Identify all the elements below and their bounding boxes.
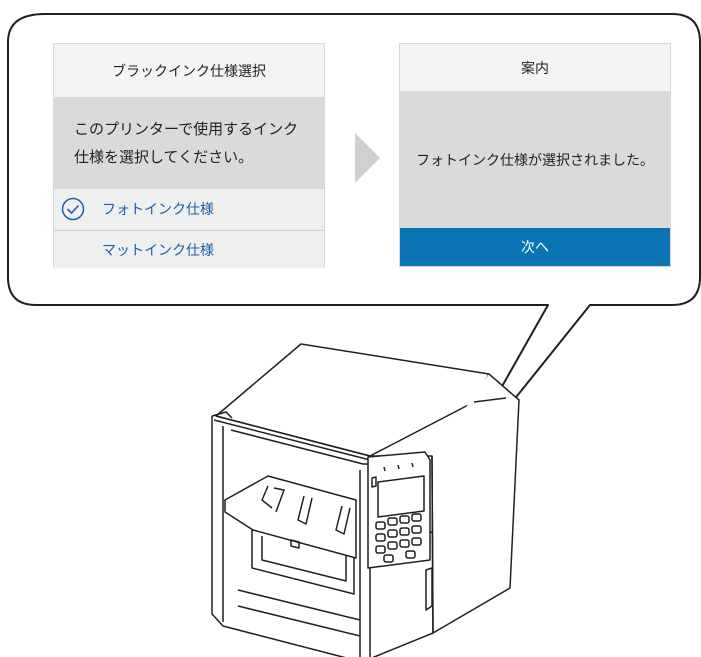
ink-selection-message: このプリンターで使用するインク仕様を選択してください。 [74, 120, 299, 166]
option-photo-ink-label: フォトインク仕様 [102, 202, 214, 218]
option-photo-ink[interactable]: フォトインク仕様 [54, 189, 324, 229]
arrow-right-icon [355, 133, 380, 183]
guide-message: フォトインク仕様が選択されました。 [416, 153, 654, 169]
ink-selection-title: ブラックインク仕様選択 [54, 44, 324, 97]
ink-selection-message-area: このプリンターで使用するインク仕様を選択してください。 [54, 97, 324, 189]
guide-title: 案内 [400, 44, 670, 91]
guide-screen: 案内 フォトインク仕様が選択されました。 次へ [399, 43, 671, 267]
check-circle-icon [61, 197, 85, 221]
option-matte-ink-label: マットインク仕様 [102, 242, 214, 259]
guide-message-area: フォトインク仕様が選択されました。 [400, 91, 670, 229]
ink-selection-screen: ブラックインク仕様選択 このプリンターで使用するインク仕様を選択してください。 … [53, 43, 325, 268]
printer-illustration [211, 343, 520, 657]
next-button[interactable]: 次へ [400, 228, 670, 266]
option-matte-ink[interactable]: マットインク仕様 [54, 230, 324, 268]
